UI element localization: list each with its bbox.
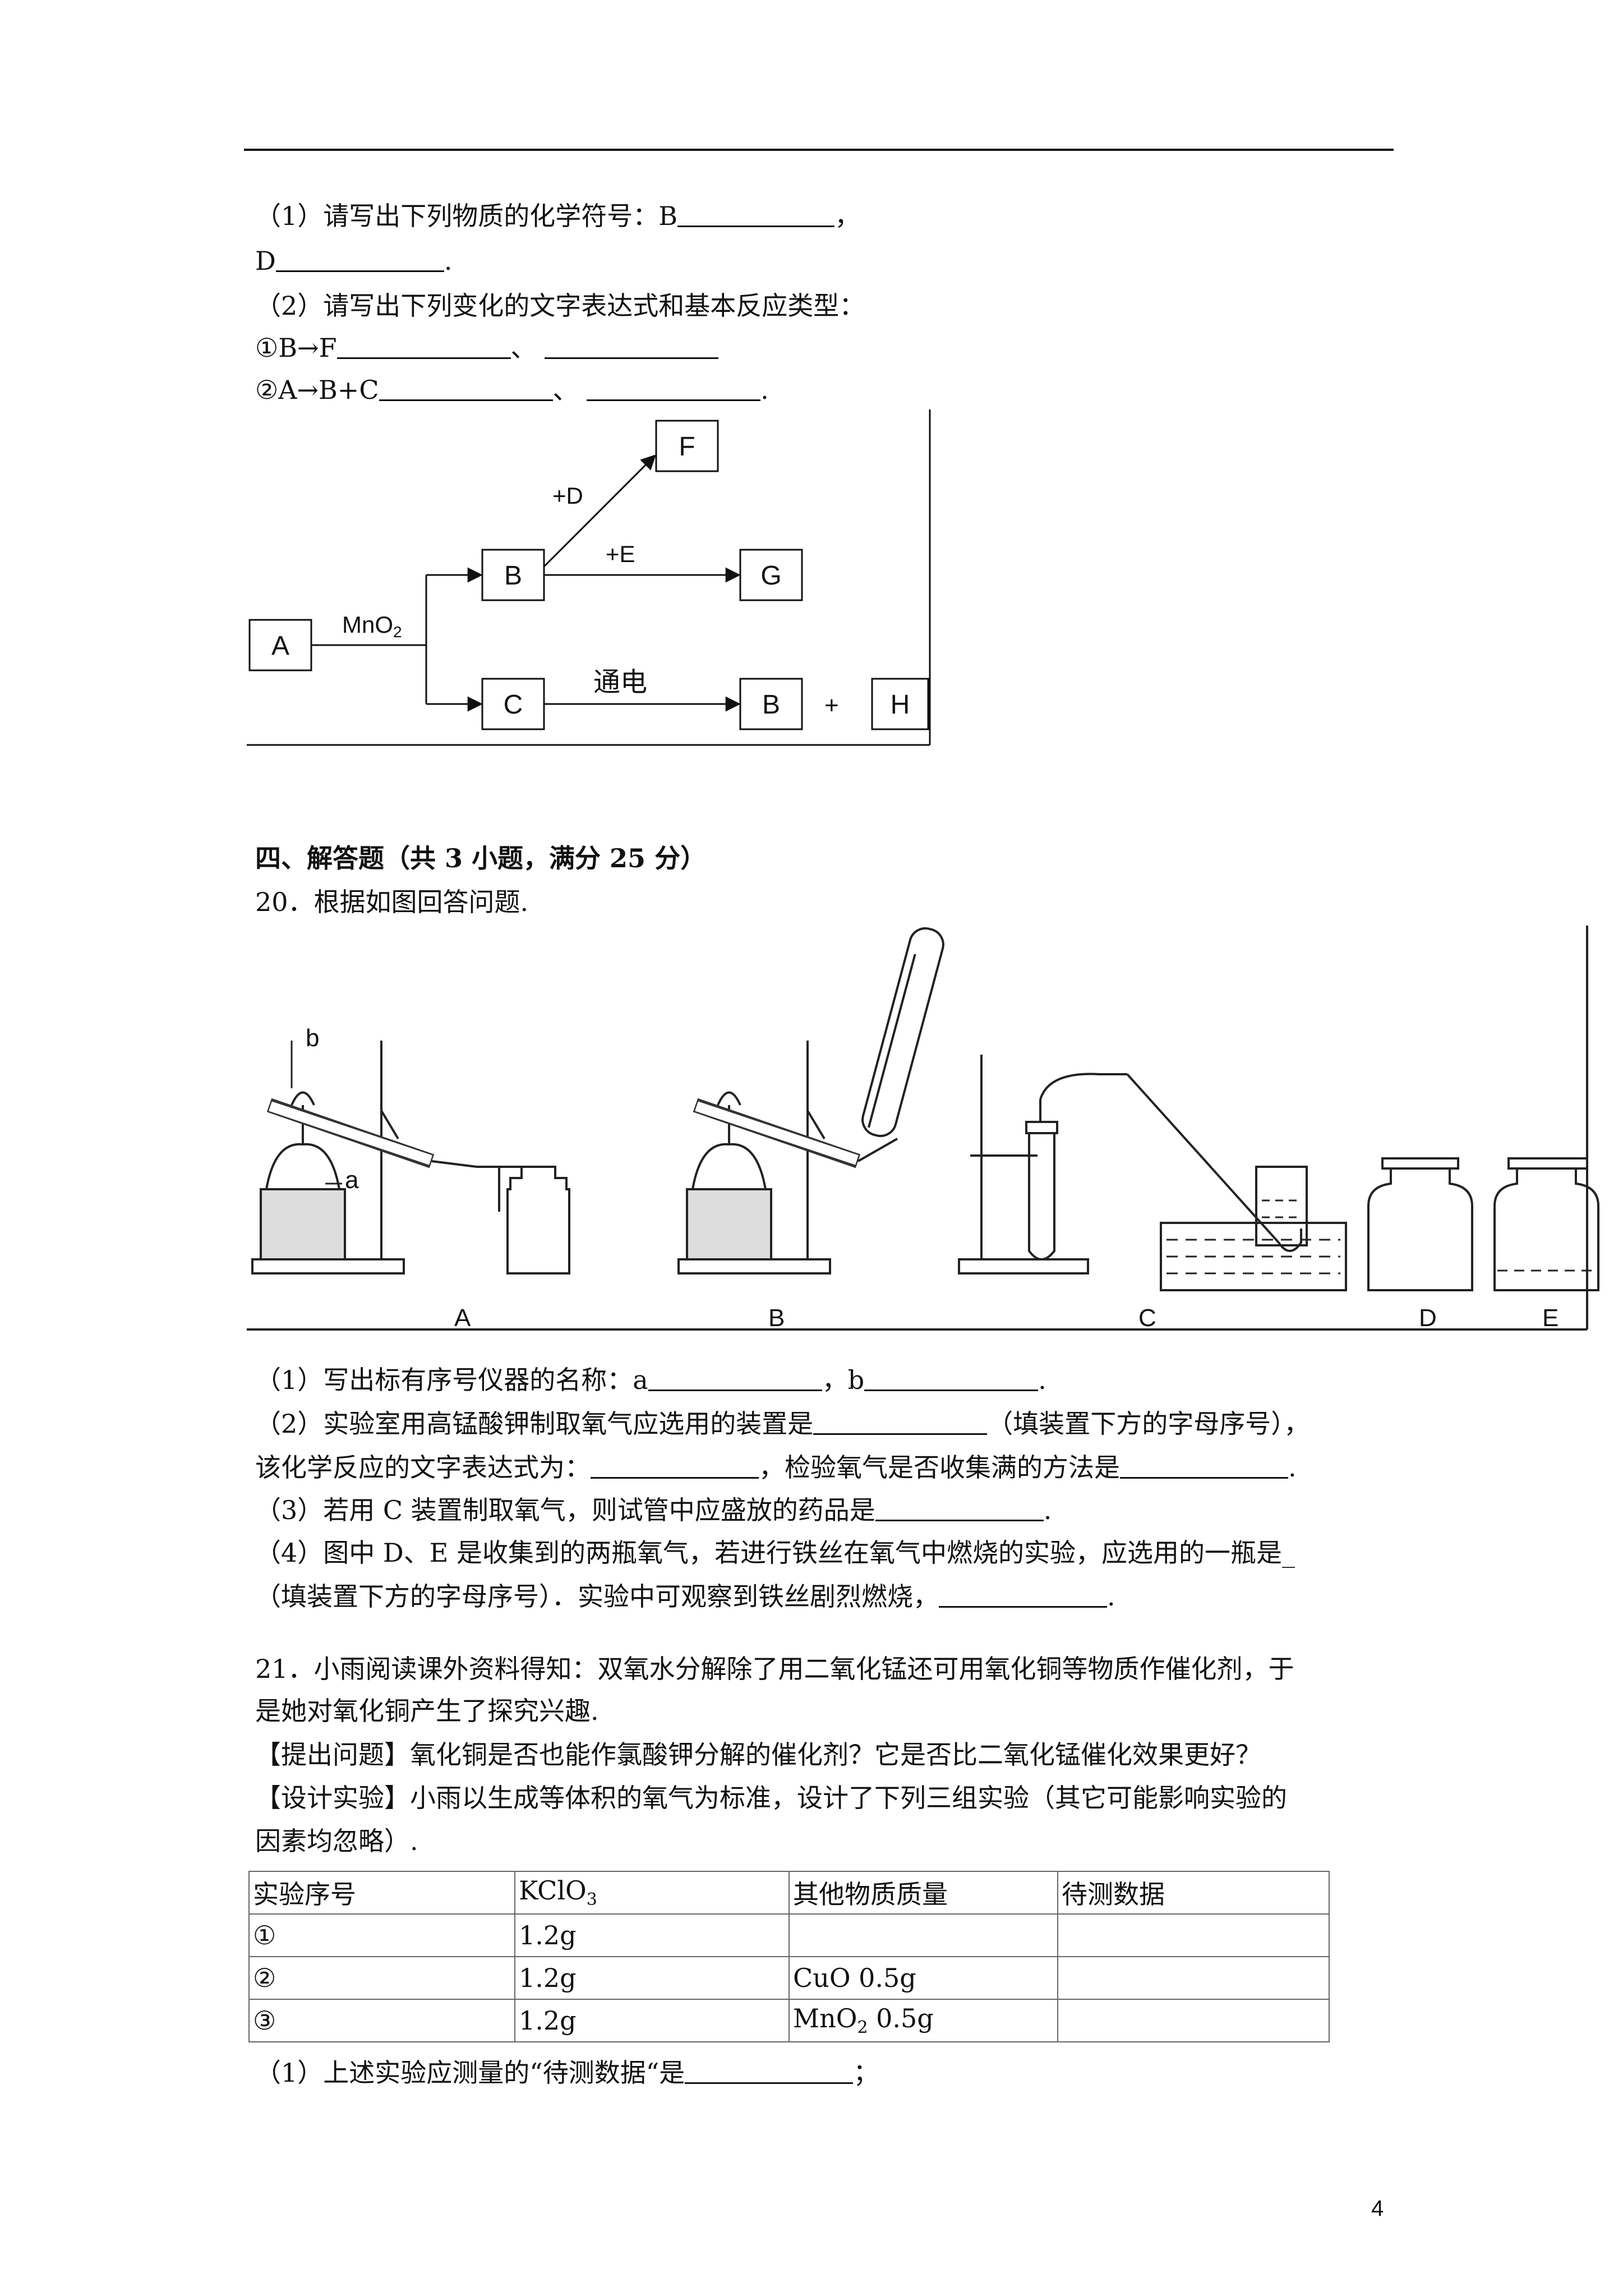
header-rule bbox=[244, 149, 1394, 151]
experiment-table: 实验序号 KClO3 其他物质质量 待测数据 ① 1.2g ② 1.2g CuO… bbox=[248, 1871, 1330, 2042]
catalyst-mno2: MnO2 bbox=[342, 611, 402, 641]
plus-sign: + bbox=[824, 692, 839, 719]
table-cell[interactable] bbox=[1057, 1913, 1330, 1957]
q20-intro: 20．根据如图回答问题. bbox=[255, 887, 529, 917]
answer-blank[interactable] bbox=[336, 333, 511, 359]
table-cell bbox=[789, 1913, 1058, 1957]
table-cell[interactable] bbox=[1057, 1999, 1330, 2042]
q20-part2b: 该化学反应的文字表达式为：，检验氧气是否收集满的方法是. bbox=[255, 1452, 1297, 1483]
q19-part2: （2）请写出下列变化的文字表达式和基本反应类型： bbox=[255, 291, 865, 321]
q19-part1-line2: D. bbox=[255, 246, 453, 276]
label-h: H bbox=[891, 690, 910, 720]
q21-design-cont: 因素均忽略）. bbox=[255, 1826, 418, 1856]
apparatus-a bbox=[251, 1041, 570, 1274]
apparatus-label-b: B bbox=[768, 1304, 785, 1332]
answer-blank[interactable] bbox=[813, 1409, 988, 1435]
page-number: 4 bbox=[1371, 2196, 1384, 2221]
answer-blank[interactable] bbox=[379, 375, 553, 401]
apparatus-b bbox=[677, 927, 944, 1274]
answer-blank[interactable] bbox=[545, 333, 719, 359]
answer-blank[interactable] bbox=[875, 1495, 1044, 1521]
label-b-instrument: b bbox=[306, 1024, 319, 1052]
bottle-e bbox=[1493, 1157, 1599, 1291]
q20-part2: （2）实验室用高锰酸钾制取氧气应选用的装置是（填装置下方的字母序号）， bbox=[255, 1409, 1310, 1439]
q20-part4: （4）图中 D、E 是收集到的两瓶氧气，若进行铁丝在氧气中燃烧的实验，应选用的一… bbox=[255, 1538, 1295, 1568]
label-b: B bbox=[504, 561, 522, 591]
table-row: ① 1.2g bbox=[248, 1913, 1330, 1957]
section-heading: 四、解答题（共 3 小题，满分 25 分） bbox=[255, 843, 707, 873]
table-cell: ② bbox=[248, 1956, 515, 2000]
table-cell: CuO 0.5g bbox=[789, 1956, 1058, 2000]
box-f bbox=[655, 420, 719, 472]
apparatus-label-c: C bbox=[1138, 1304, 1156, 1332]
q21-line2: 是她对氧化铜产生了探究兴趣. bbox=[255, 1696, 599, 1726]
q19-reaction-1: ①B→F、 bbox=[255, 331, 719, 365]
box-h bbox=[871, 678, 929, 730]
table-header-cell: 待测数据 bbox=[1057, 1871, 1330, 1915]
table-cell: ① bbox=[248, 1913, 515, 1957]
answer-blank[interactable] bbox=[1120, 1452, 1288, 1479]
label-a: A bbox=[271, 631, 289, 661]
label-b2: B bbox=[762, 690, 780, 720]
q20-part4b: （填装置下方的字母序号）．实验中可观察到铁丝剧烈燃烧，. bbox=[255, 1581, 1115, 1612]
label-electrolysis: 通电 bbox=[593, 668, 647, 697]
table-cell: 1.2g bbox=[514, 1956, 790, 2000]
apparatus-c bbox=[958, 1055, 1347, 1291]
q21-question: 【提出问题】氧化铜是否也能作氯酸钾分解的催化剂？它是否比二氧化锰催化效果更好？ bbox=[255, 1740, 1261, 1770]
label-c: C bbox=[504, 690, 523, 720]
table-header-cell: KClO3 bbox=[514, 1871, 790, 1915]
table-cell: ③ bbox=[248, 1999, 515, 2042]
q19-reaction-2: ②A→B+C、 . bbox=[255, 375, 769, 405]
reaction-diagram: A B C F G B H MnO2 +D +E 通电 + bbox=[247, 409, 931, 746]
q21-line1: 21．小雨阅读课外资料得知：双氧水分解除了用二氧化锰还可用氧化铜等物质作催化剂，… bbox=[255, 1654, 1294, 1684]
table-cell[interactable] bbox=[1057, 1956, 1330, 2000]
q20-part1: （1）写出标有序号仪器的名称：a，b. bbox=[255, 1365, 1046, 1395]
table-cell: 1.2g bbox=[514, 1999, 790, 2042]
table-row: 实验序号 KClO3 其他物质质量 待测数据 bbox=[248, 1871, 1330, 1915]
apparatus-figure: b a A B C D E bbox=[247, 926, 1599, 1332]
answer-blank[interactable] bbox=[591, 1452, 759, 1479]
table-row: ② 1.2g CuO 0.5g bbox=[248, 1956, 1330, 2000]
table-row: ③ 1.2g MnO2 0.5g bbox=[248, 1999, 1330, 2042]
table-header-cell: 实验序号 bbox=[248, 1871, 515, 1915]
arrow-b-to-f bbox=[543, 454, 656, 568]
answer-blank[interactable] bbox=[864, 1365, 1039, 1391]
apparatus-label-d: D bbox=[1419, 1304, 1437, 1332]
q19-part1-line1: （1）请写出下列物质的化学符号：B， bbox=[255, 201, 861, 231]
label-a-instrument: a bbox=[345, 1166, 359, 1194]
answer-blank[interactable] bbox=[275, 246, 444, 272]
answer-blank[interactable] bbox=[648, 1365, 822, 1391]
label-g: G bbox=[760, 561, 781, 591]
q21-part1: （1）上述实验应测量的“待测数据“是； bbox=[255, 2058, 879, 2088]
bottle-d bbox=[1367, 1157, 1473, 1291]
answer-blank[interactable] bbox=[939, 1581, 1107, 1608]
table-cell: 1.2g bbox=[514, 1913, 790, 1957]
apparatus-label-e: E bbox=[1542, 1304, 1559, 1332]
table-cell: MnO2 0.5g bbox=[789, 1999, 1058, 2042]
label-plus-d: +D bbox=[552, 482, 583, 509]
answer-blank[interactable] bbox=[685, 2058, 854, 2084]
q20-part3: （3）若用 C 装置制取氧气，则试管中应盛放的药品是. bbox=[255, 1495, 1052, 1525]
table-header-cell: 其他物质质量 bbox=[789, 1871, 1058, 1915]
apparatus-label-a: A bbox=[454, 1304, 471, 1332]
answer-blank[interactable] bbox=[677, 201, 835, 227]
label-plus-e: +E bbox=[606, 541, 635, 567]
label-f: F bbox=[679, 432, 695, 462]
q21-design: 【设计实验】小雨以生成等体积的氧气为标准，设计了下列三组实验（其它可能影响实验的 bbox=[255, 1783, 1287, 1813]
answer-blank[interactable] bbox=[587, 375, 761, 401]
